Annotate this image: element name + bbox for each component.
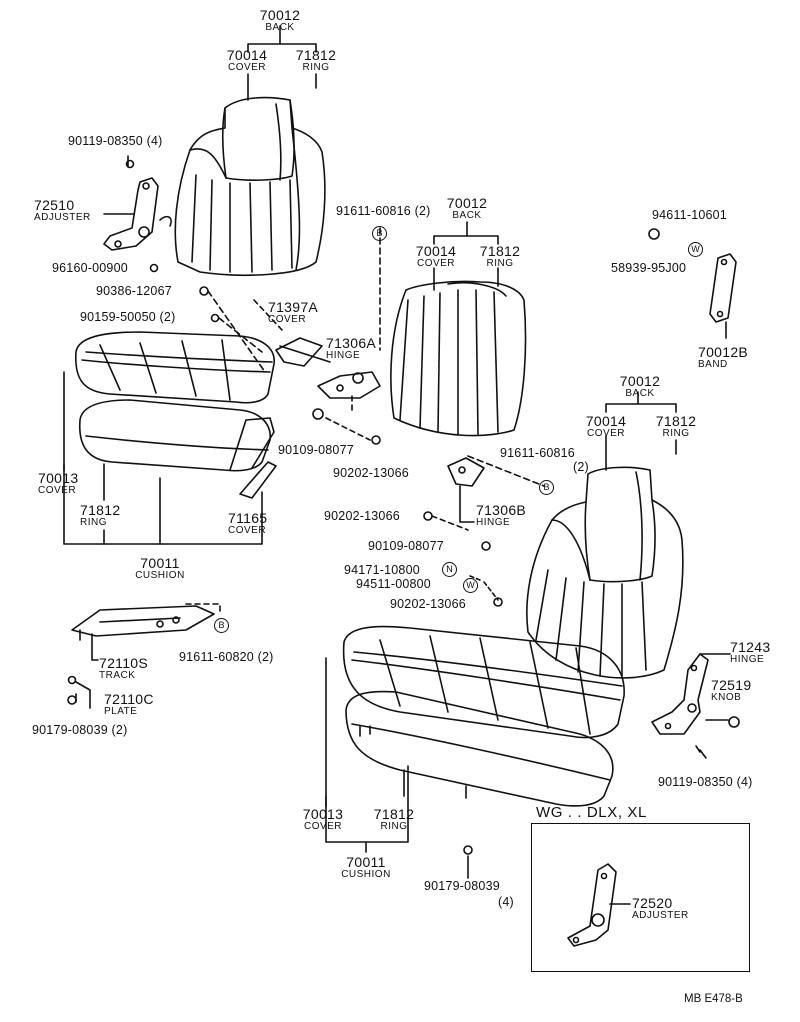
seat-back-upper-left xyxy=(174,96,326,276)
inset-title: WG . . DLX, XL xyxy=(536,804,647,821)
label-washer-c: 90202-13066 xyxy=(390,597,466,611)
label-bolt-a: 90119-08350 (4) xyxy=(68,134,163,148)
adjuster-part-right xyxy=(567,863,631,947)
marker-b-track: B xyxy=(214,618,229,633)
label-clip-b: 90179-08039 (2) xyxy=(32,723,128,737)
label-part-top-right: 58939-95J00 xyxy=(611,261,687,275)
seat-back-right xyxy=(526,466,684,679)
seat-cushion-upper-right xyxy=(342,625,625,739)
label-washer-w: 94511-00800 xyxy=(356,577,431,591)
label-screw-track: 91611-60820 (2) xyxy=(179,650,274,664)
seat-cushion-upper-left xyxy=(75,331,275,404)
label-screw-right: 91611-60816 xyxy=(500,446,575,460)
hinge-part-a xyxy=(317,371,381,399)
adjuster-part-left xyxy=(103,177,172,251)
label-nut-a: 90386-12067 xyxy=(96,284,172,298)
label-washer-a: 90202-13066 xyxy=(333,466,409,480)
track-part xyxy=(71,605,215,641)
seat-cushion-lower-left xyxy=(78,399,275,472)
marker-w-top: W xyxy=(688,242,703,257)
label-washer-b: 90202-13066 xyxy=(324,509,400,523)
label-bolt-c: 90109-08077 xyxy=(368,539,444,553)
label-bolt-b: 90109-08077 xyxy=(278,443,354,457)
marker-b-mid: B xyxy=(372,226,387,241)
label-screw-mid: 91611-60816 (2) xyxy=(336,204,431,218)
hinge-part-71243 xyxy=(651,653,709,735)
marker-n: N xyxy=(442,562,457,577)
inset-box xyxy=(531,823,750,972)
label-clip-c-qty: (4) xyxy=(498,895,514,909)
figure-code: MB E478-B xyxy=(684,993,743,1005)
label-screw-right-qty: (2) xyxy=(573,460,589,474)
label-clip-c: 90179-08039 xyxy=(424,879,500,893)
seat-cushion-lower-right xyxy=(345,690,614,807)
seat-back-middle xyxy=(390,280,527,437)
label-clip-a: 90159-50050 (2) xyxy=(80,310,176,324)
hinge-part-b xyxy=(447,457,485,487)
label-bolt-d: 90119-08350 (4) xyxy=(658,775,753,789)
band-part xyxy=(709,253,737,323)
label-screw-left: 96160-00900 xyxy=(52,261,128,275)
marker-b-right: B xyxy=(539,480,554,495)
label-bolt-top-right: 94611-10601 xyxy=(652,208,727,222)
marker-w-mid: W xyxy=(463,578,478,593)
label-nut-n: 94171-10800 xyxy=(344,563,420,577)
